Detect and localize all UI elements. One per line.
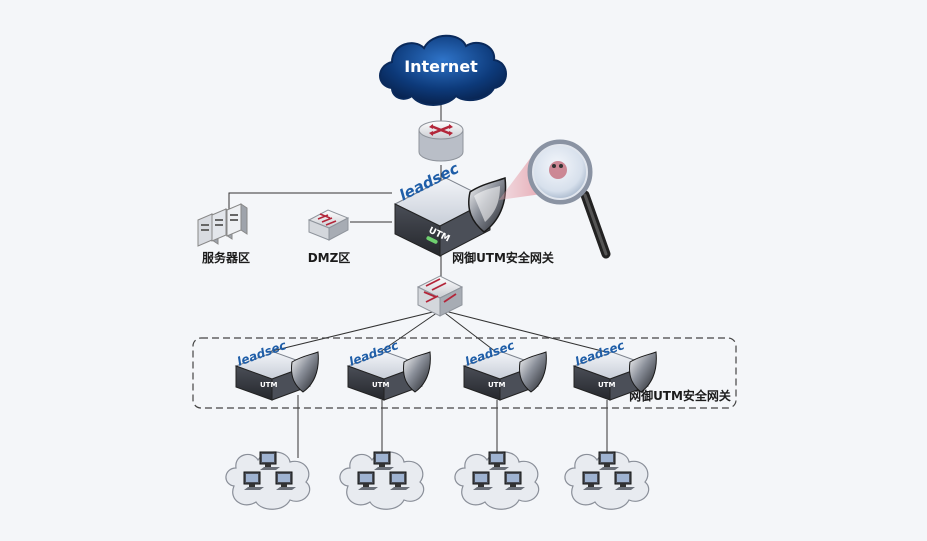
pc-icon [504,471,525,490]
pc-icon [582,471,603,490]
dmz-zone-label: DMZ区 [308,251,351,265]
pc-icon [472,471,493,490]
core-utm-gateway: leadsec UTM [393,159,507,257]
branch-shield-icon-4 [629,351,657,393]
lan-cloud-4 [564,451,650,510]
branch-shield-icon-1 [291,351,319,393]
internet-cloud: Internet [379,34,507,106]
branch-model-1: UTM [260,381,277,389]
server-rack-icon [197,203,248,247]
branch-model-3: UTM [488,381,505,389]
lan-cloud-3 [454,451,540,510]
branch-zone-frame [192,337,737,409]
branch-model-4: UTM [598,381,615,389]
pc-icon [243,471,264,490]
core-utm-label: 网御UTM安全网关 [452,250,554,265]
dmz-switch-icon [307,209,350,241]
branch-shield-icon-3 [519,351,547,393]
pc-icon [614,471,635,490]
internet-label: Internet [404,57,478,76]
magnifier-icon [499,139,611,259]
pc-icon [488,451,509,470]
branch-utm-1: leadsec UTM [234,338,319,401]
distribution-switch-icon [416,275,464,317]
branch-utm-2: leadsec UTM [346,338,431,401]
branch-utm-label: 网御UTM安全网关 [629,388,731,403]
lan-cloud-1 [225,451,311,510]
server-zone-label: 服务器区 [202,250,250,265]
pc-icon [389,471,410,490]
lan-cloud-2 [339,451,425,510]
pc-icon [357,471,378,490]
branch-model-2: UTM [372,381,389,389]
pc-icon [598,451,619,470]
branch-shield-icon-2 [403,351,431,393]
pc-icon [373,451,394,470]
pc-icon [259,451,280,470]
branch-utm-3: leadsec UTM [462,338,547,401]
connector-lines [228,105,608,458]
edge-router-icon [418,120,464,162]
pc-icon [275,471,296,490]
